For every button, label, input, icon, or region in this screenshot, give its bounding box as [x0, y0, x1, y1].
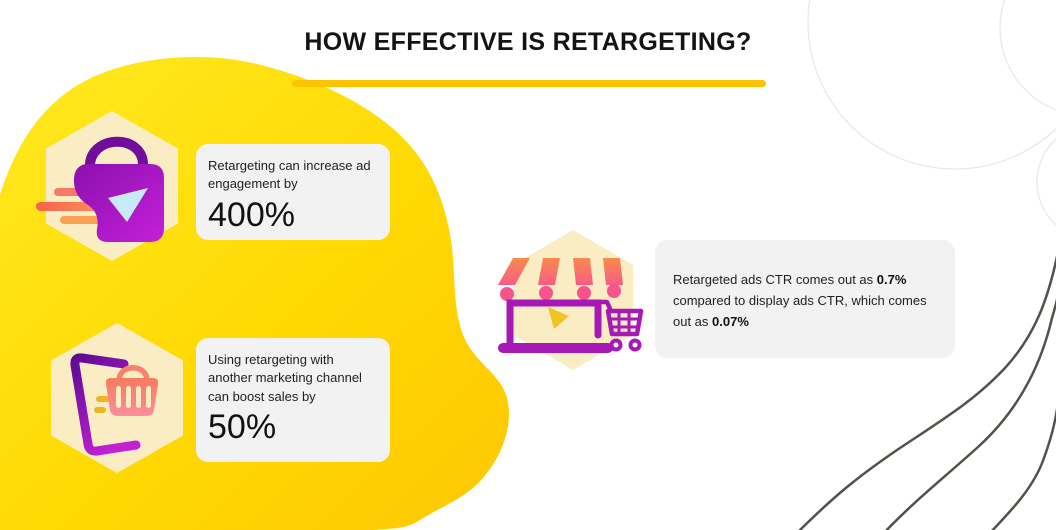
stat-value: 400% [208, 195, 295, 234]
shopping-bag-send-icon [36, 136, 164, 242]
ctr-value-display: 0.07% [712, 313, 749, 329]
stat-card-sales: Using retargeting with another marketing… [196, 338, 390, 462]
basket-handle [116, 365, 150, 382]
decor-wave-lines [798, 255, 1056, 530]
door-frame [70, 353, 141, 456]
stat-text: Retargeting can increase ad engagement b… [208, 158, 371, 192]
page-title: HOW EFFECTIVE IS RETARGETING? [304, 28, 752, 56]
cursor-arrow [548, 307, 569, 329]
basket-slots [116, 386, 151, 408]
bag-handle [84, 136, 148, 174]
send-cursor [108, 188, 148, 222]
stat-text: Retargeted ads CTR comes out as 0.7% com… [673, 270, 937, 332]
stat-card-engagement: Retargeting can increase ad engagement b… [196, 144, 390, 240]
stat-text: Using retargeting with another marketing… [208, 352, 362, 404]
store-awning [498, 258, 623, 301]
shopping-cart [597, 299, 644, 352]
ctr-value-retargeted: 0.7% [876, 272, 907, 287]
stat-card-ctr: Retargeted ads CTR comes out as 0.7% com… [655, 240, 955, 358]
online-store-cart-icon [498, 258, 644, 353]
door-shopping-basket-icon [70, 353, 159, 456]
decor-circle-outlines [807, 0, 1056, 226]
laptop [498, 299, 613, 353]
stat-value: 50% [208, 408, 277, 447]
dash-lines [94, 396, 110, 413]
header: HOW EFFECTIVE IS RETARGETING? [0, 28, 1056, 57]
ctr-text-part1: Retargeted ads CTR comes out as [673, 272, 877, 287]
ctr-text-part2: compared to display ads CTR, which comes… [673, 292, 927, 329]
title-underline [292, 80, 766, 87]
